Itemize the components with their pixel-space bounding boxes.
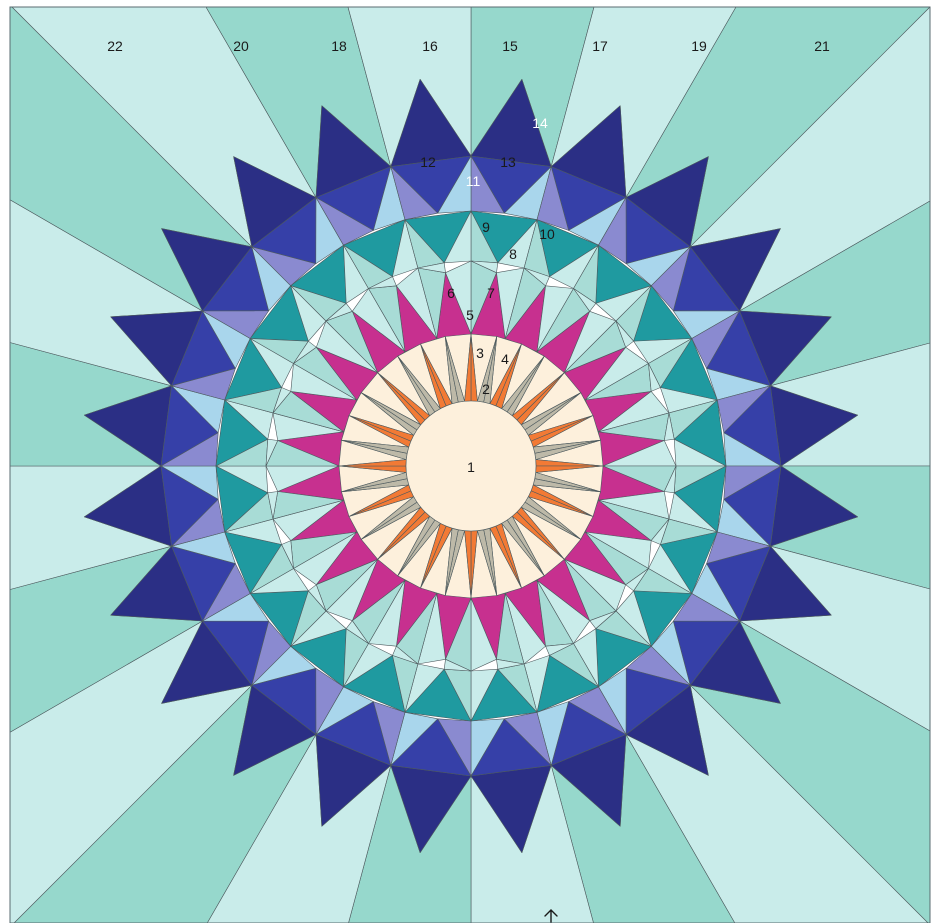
label-5: 5	[466, 307, 474, 323]
label-14: 14	[532, 115, 548, 131]
label-7: 7	[487, 285, 495, 301]
label-9: 9	[482, 219, 490, 235]
label-3: 3	[476, 345, 484, 361]
label-4: 4	[501, 351, 509, 367]
label-6: 6	[447, 285, 455, 301]
label-13: 13	[500, 154, 516, 170]
label-22: 22	[107, 38, 123, 54]
label-1: 1	[467, 459, 475, 475]
label-10: 10	[539, 226, 555, 242]
label-20: 20	[233, 38, 249, 54]
label-12: 12	[420, 154, 436, 170]
label-21: 21	[814, 38, 830, 54]
label-2: 2	[482, 381, 490, 397]
label-18: 18	[331, 38, 347, 54]
label-17: 17	[592, 38, 608, 54]
label-16: 16	[422, 38, 438, 54]
label-19: 19	[691, 38, 707, 54]
label-11: 11	[466, 173, 481, 189]
label-8: 8	[509, 246, 517, 262]
label-15: 15	[502, 38, 518, 54]
